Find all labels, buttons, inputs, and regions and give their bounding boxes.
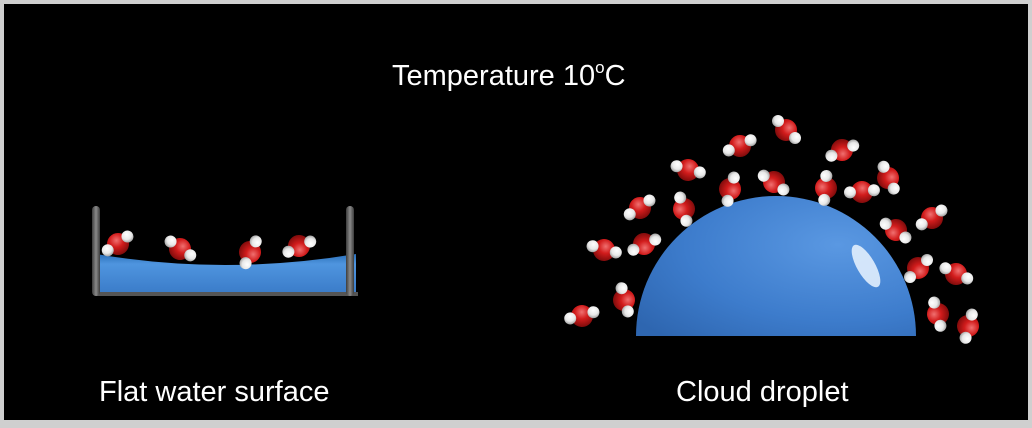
container-right-wall	[346, 206, 354, 296]
temperature-unit: C	[604, 60, 626, 92]
cloud-droplet-label: Cloud droplet	[676, 376, 849, 408]
water-molecule-icon	[937, 254, 975, 292]
cloud-droplet	[636, 196, 916, 336]
water-molecule-icon	[772, 115, 801, 144]
droplet-highlight	[851, 244, 881, 288]
water-molecule-icon	[622, 190, 657, 225]
water-molecule-icon	[625, 226, 663, 264]
water-molecule-icon	[668, 149, 708, 190]
water-molecule-icon	[878, 213, 913, 248]
water-molecule-icon	[841, 170, 883, 212]
water-molecule-icon	[100, 226, 135, 261]
water-molecule-icon	[562, 295, 602, 336]
water-molecule-icon	[904, 254, 933, 283]
cloud-droplet-dome	[636, 196, 916, 336]
temperature-title: Temperature 10oC	[392, 59, 626, 92]
container-left-wall	[92, 206, 100, 296]
flat-water-body	[96, 254, 356, 294]
water-molecule-icon	[756, 165, 791, 200]
diagram-scene	[92, 115, 989, 346]
water-molecule-icon	[280, 228, 318, 266]
water-molecule-icon	[721, 126, 759, 164]
water-molecule-icon	[163, 231, 198, 266]
water-molecule-icon	[914, 200, 949, 235]
container-base	[96, 292, 358, 296]
water-molecule-icon	[584, 229, 624, 270]
water-molecule-icon	[948, 306, 989, 346]
flat-water-container	[92, 206, 358, 296]
temperature-title-text: Temperature 10	[392, 60, 596, 92]
water-molecule-icon	[917, 294, 958, 334]
degree-symbol: o	[595, 58, 605, 77]
water-molecule-icon	[823, 132, 861, 170]
flat-water-surface-label: Flat water surface	[99, 376, 330, 408]
